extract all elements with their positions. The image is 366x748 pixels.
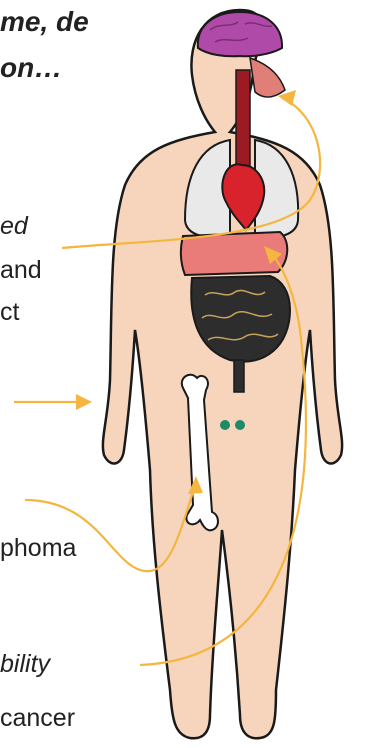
head-organs	[250, 58, 285, 97]
green-dot-right	[235, 420, 245, 430]
arrowhead-arm	[76, 394, 92, 410]
green-dot-left	[220, 420, 230, 430]
